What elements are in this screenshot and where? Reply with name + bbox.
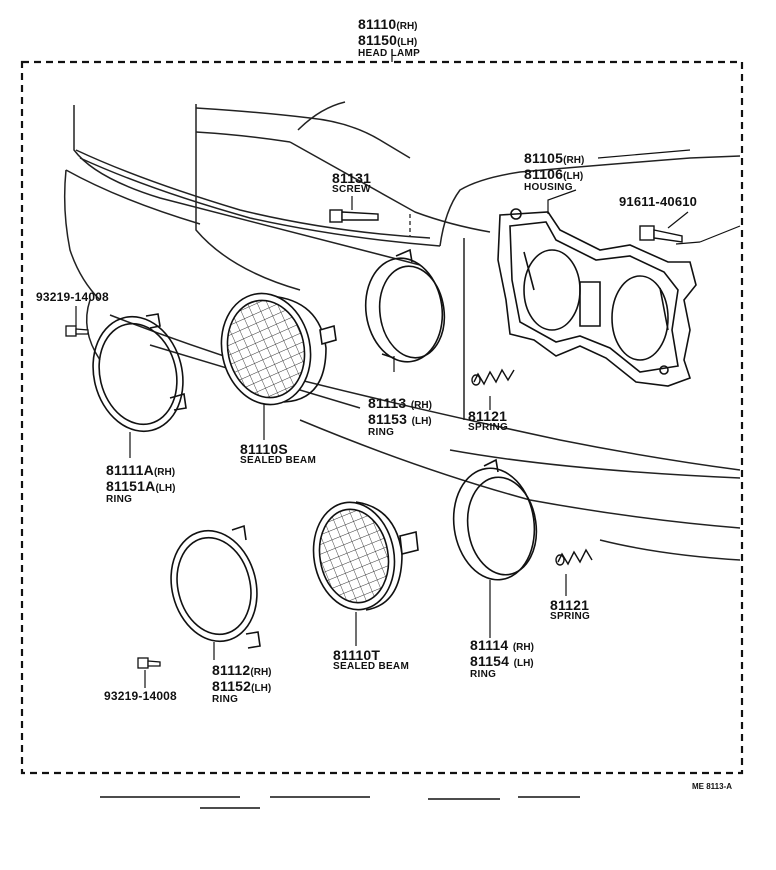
- screw-label: 81131 SCREW: [332, 171, 371, 195]
- outer-ring-lower-part: [170, 524, 261, 649]
- outer-ring-upper-part: [92, 313, 187, 433]
- spring-lower-name: SPRING: [550, 611, 591, 622]
- spring-upper-part: [471, 368, 515, 386]
- outer-ring-upper-lh-suffix: (LH): [155, 483, 176, 494]
- sealed-beam-upper-number: 81110S: [240, 441, 288, 457]
- spring-upper-name: SPRING: [468, 422, 509, 433]
- outer-ring-lower-label: 81112(RH) 81152(LH) RING: [212, 663, 272, 705]
- sealed-beam-upper-label: 81110S SEALED BEAM: [240, 442, 316, 466]
- outer-ring-upper-lh-number: 81151A: [106, 478, 156, 494]
- inner-ring-upper-rh-suffix: (RH): [410, 400, 432, 411]
- outer-ring-upper-rh-number: 81111A: [106, 462, 154, 478]
- outer-ring-lower-name: RING: [212, 694, 239, 705]
- screw-name: SCREW: [332, 184, 371, 195]
- inner-ring-lower-part: [452, 458, 538, 581]
- bottom-rules: [100, 796, 580, 809]
- spring-upper-number: 81121: [468, 408, 508, 424]
- bolt-part: [639, 225, 683, 243]
- inner-ring-lower-label: 81114 (RH) 81154 (LH) RING: [470, 638, 534, 680]
- spring-lower-number: 81121: [550, 597, 590, 613]
- small-screw-upper-label: 93219-14008: [36, 290, 109, 304]
- outer-ring-upper-name: RING: [106, 494, 133, 505]
- spring-upper-label: 81121 SPRING: [468, 409, 508, 433]
- housing-label: 81105(RH) 81106(LH) HOUSING: [524, 151, 584, 193]
- inner-ring-lower-rh-number: 81114: [470, 637, 509, 653]
- sealed-beam-lower-number: 81110T: [333, 647, 381, 663]
- housing-rh-suffix: (RH): [563, 155, 585, 166]
- inner-ring-upper-name: RING: [368, 427, 395, 438]
- sealed-beam-upper-part: [220, 292, 337, 406]
- housing-name: HOUSING: [524, 182, 573, 193]
- inner-ring-upper-lh-number: 81153: [368, 411, 408, 427]
- outer-ring-upper-rh-suffix: (RH): [153, 467, 176, 478]
- inner-ring-lower-lh-suffix: (LH): [513, 658, 534, 669]
- leader-lines: [75, 56, 741, 688]
- outer-ring-lower-lh-suffix: (LH): [251, 683, 272, 694]
- head-lamp-rh-suffix: (RH): [396, 21, 418, 32]
- small-screw-upper: [65, 325, 89, 337]
- sealed-beam-lower-part: [312, 501, 419, 611]
- housing-lh-number: 81106: [524, 166, 564, 182]
- inner-ring-upper-part: [364, 248, 446, 363]
- head-lamp-name: HEAD LAMP: [358, 48, 421, 59]
- outer-ring-lower-rh-number: 81112: [212, 662, 251, 678]
- inner-ring-upper-rh-number: 81113: [368, 395, 407, 411]
- inner-ring-upper-label: 81113 (RH) 81153 (LH) RING: [368, 396, 432, 438]
- spring-lower-label: 81121 SPRING: [550, 598, 590, 622]
- housing-lh-suffix: (LH): [563, 171, 584, 182]
- spring-lower-part: [555, 548, 593, 566]
- housing-part: [497, 208, 697, 387]
- screw-part: [329, 209, 379, 223]
- small-screw-lower-label: 93219-14008: [104, 689, 177, 703]
- figure-reference: ME 8113-A: [692, 782, 733, 791]
- outer-ring-lower-rh-suffix: (RH): [250, 667, 272, 678]
- small-screw-lower: [137, 657, 161, 669]
- outer-ring-upper-label: 81111A(RH) 81151A(LH) RING: [106, 463, 175, 505]
- sealed-beam-lower-label: 81110T SEALED BEAM: [333, 648, 409, 672]
- inner-ring-lower-name: RING: [470, 669, 497, 680]
- bolt-label: 91611-40610: [619, 194, 698, 209]
- dashed-frame: [20, 60, 744, 775]
- sealed-beam-upper-name: SEALED BEAM: [240, 455, 317, 466]
- inner-ring-upper-lh-suffix: (LH): [411, 416, 432, 427]
- inner-ring-lower-lh-number: 81154: [470, 653, 510, 669]
- inner-ring-lower-rh-suffix: (RH): [512, 642, 534, 653]
- outer-ring-lower-lh-number: 81152: [212, 678, 252, 694]
- head-lamp-lh-number: 81150: [358, 32, 398, 48]
- head-lamp-rh-number: 81110: [358, 16, 397, 32]
- sealed-beam-lower-name: SEALED BEAM: [333, 661, 410, 672]
- housing-rh-number: 81105: [524, 150, 564, 166]
- head-lamp-label: 81110(RH) 81150(LH) HEAD LAMP: [358, 17, 420, 59]
- screw-number: 81131: [332, 170, 372, 186]
- head-lamp-lh-suffix: (LH): [397, 37, 418, 48]
